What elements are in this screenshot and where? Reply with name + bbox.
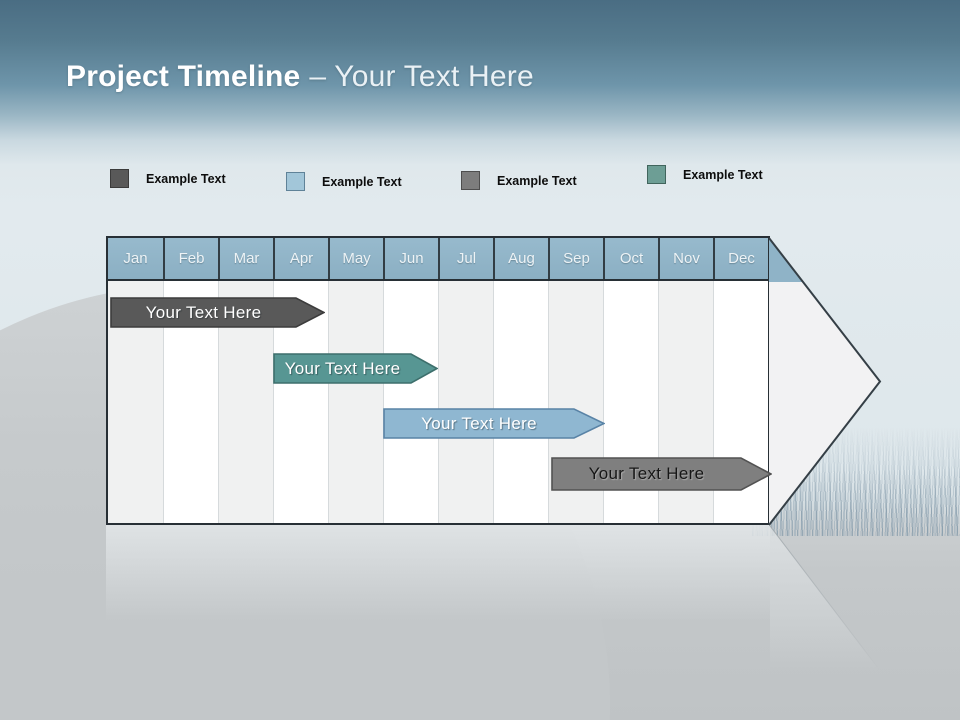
month-header-jun: Jun — [383, 238, 438, 279]
gantt-bar-4-shape — [551, 457, 772, 491]
legend-item-4: Example Text — [647, 165, 763, 184]
legend-item-3: Example Text — [461, 171, 577, 190]
month-header-apr: Apr — [273, 238, 328, 279]
legend-item-2: Example Text — [286, 172, 402, 191]
bar-label: Your Text Here — [588, 464, 705, 483]
month-header-dec: Dec — [713, 238, 768, 279]
month-column — [493, 281, 548, 523]
gantt-bar-2-shape — [273, 353, 438, 384]
gantt-bar-3-shape — [383, 408, 605, 439]
bar-label: Your Text Here — [284, 358, 401, 378]
table-reflection — [106, 525, 770, 621]
slide-title: Project Timeline– Your Text Here — [66, 60, 534, 95]
month-header-jan: Jan — [123, 250, 148, 267]
legend-label: Example Text — [683, 167, 763, 182]
legend-swatch-teal — [647, 165, 666, 184]
gantt-bar-2: Your Text Here — [273, 353, 438, 384]
legend-label: Example Text — [322, 174, 402, 189]
month-header-feb: Feb — [163, 238, 218, 279]
legend-label: Example Text — [497, 173, 577, 188]
month-column — [328, 281, 383, 523]
month-header-oct: Oct — [603, 238, 658, 279]
gantt-bar-1: Your Text Here — [110, 297, 325, 328]
legend-swatch-gray — [461, 171, 480, 190]
month-header-nov: Nov — [658, 238, 713, 279]
month-header-aug: Aug — [493, 238, 548, 279]
gantt-bar-1-shape — [110, 297, 325, 328]
slide-title-secondary: – Your Text Here — [309, 60, 534, 93]
month-header-may: May — [328, 238, 383, 279]
slide-title-primary: Project Timeline — [66, 60, 301, 93]
month-header-row: Jan Feb Mar Apr May Jun Jul Aug Sep Oct … — [108, 238, 768, 281]
month-header-mar: Mar — [218, 238, 273, 279]
bar-label: Your Text Here — [145, 302, 262, 322]
legend-swatch-dark-gray — [110, 169, 129, 188]
month-header-sep: Sep — [548, 238, 603, 279]
gantt-bar-3: Your Text Here — [383, 408, 605, 439]
timeline-arrow-head — [768, 237, 882, 526]
gantt-bar-4: Your Text Here — [551, 457, 772, 491]
month-column — [383, 281, 438, 523]
legend-swatch-light-blue — [286, 172, 305, 191]
legend-item-1: Example Text — [110, 169, 226, 188]
month-header-jul: Jul — [438, 238, 493, 279]
legend-label: Example Text — [146, 171, 226, 186]
bar-label: Your Text Here — [421, 413, 537, 433]
month-column — [438, 281, 493, 523]
